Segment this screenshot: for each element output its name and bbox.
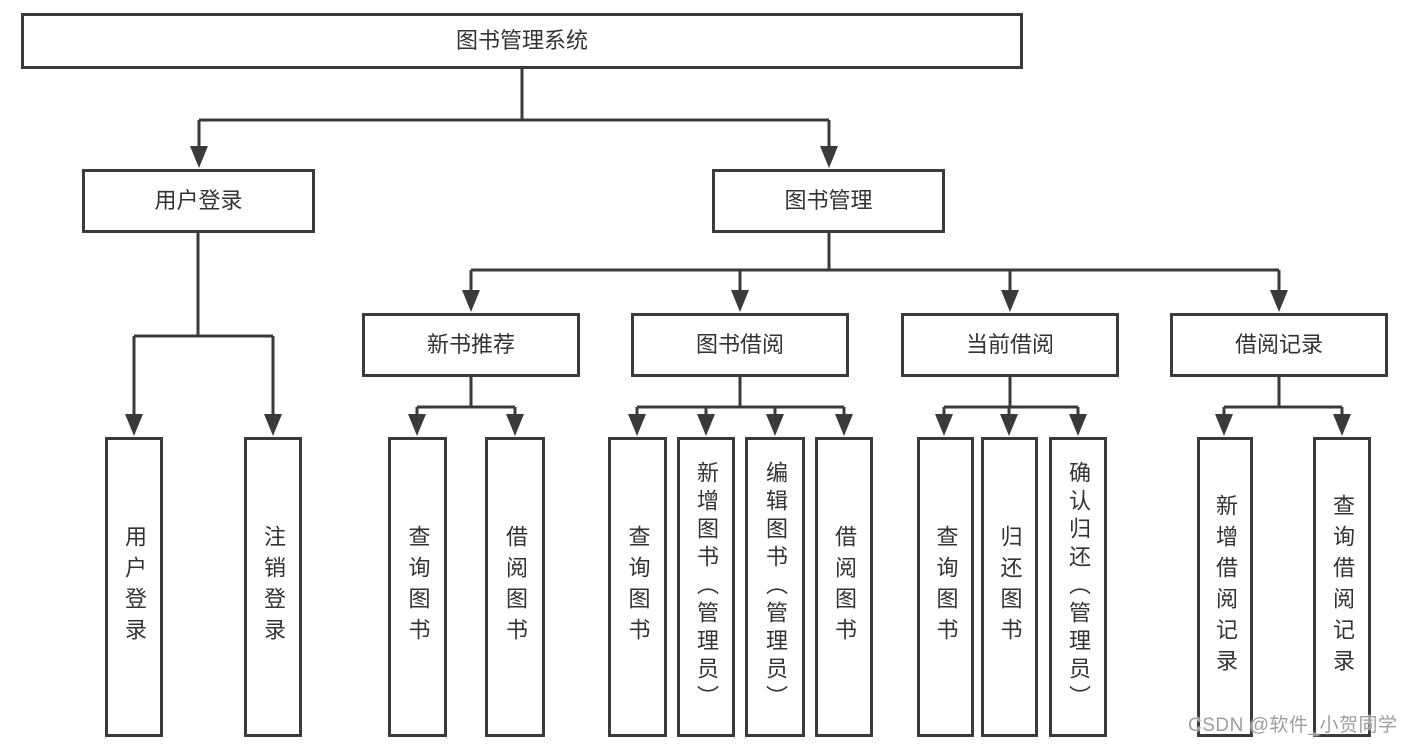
leaf-borrow-books-borrowing: 借阅图书	[815, 437, 873, 737]
leaf-return-books: 归还图书	[981, 437, 1038, 737]
leaf-confirm-return-admin: 确认归还（管理员）	[1049, 437, 1107, 737]
leaf-edit-books-admin: 编辑图书（管理员）	[745, 437, 805, 737]
leaf-add-books-admin: 新增图书（管理员）	[677, 437, 735, 737]
node-library-management-system: 图书管理系统	[21, 13, 1023, 69]
node-new-book-recommendation: 新书推荐	[362, 313, 580, 377]
node-book-borrowing: 图书借阅	[631, 313, 849, 377]
leaf-user-login: 用户登录	[105, 437, 163, 737]
leaf-query-borrow-record: 查询借阅记录	[1313, 437, 1371, 737]
node-current-borrowing: 当前借阅	[901, 313, 1119, 377]
leaf-borrow-books-recommend: 借阅图书	[485, 437, 545, 737]
node-borrowing-records: 借阅记录	[1170, 313, 1388, 377]
leaf-query-books-borrowing: 查询图书	[608, 437, 667, 737]
leaf-query-books-current: 查询图书	[917, 437, 974, 737]
watermark: CSDN @软件_小贺同学	[1188, 715, 1398, 736]
leaf-query-books-recommend: 查询图书	[388, 437, 447, 737]
leaf-logout: 注销登录	[244, 437, 302, 737]
leaf-add-borrow-record: 新增借阅记录	[1197, 437, 1253, 737]
node-book-management: 图书管理	[712, 169, 945, 233]
node-user-login: 用户登录	[82, 169, 315, 233]
